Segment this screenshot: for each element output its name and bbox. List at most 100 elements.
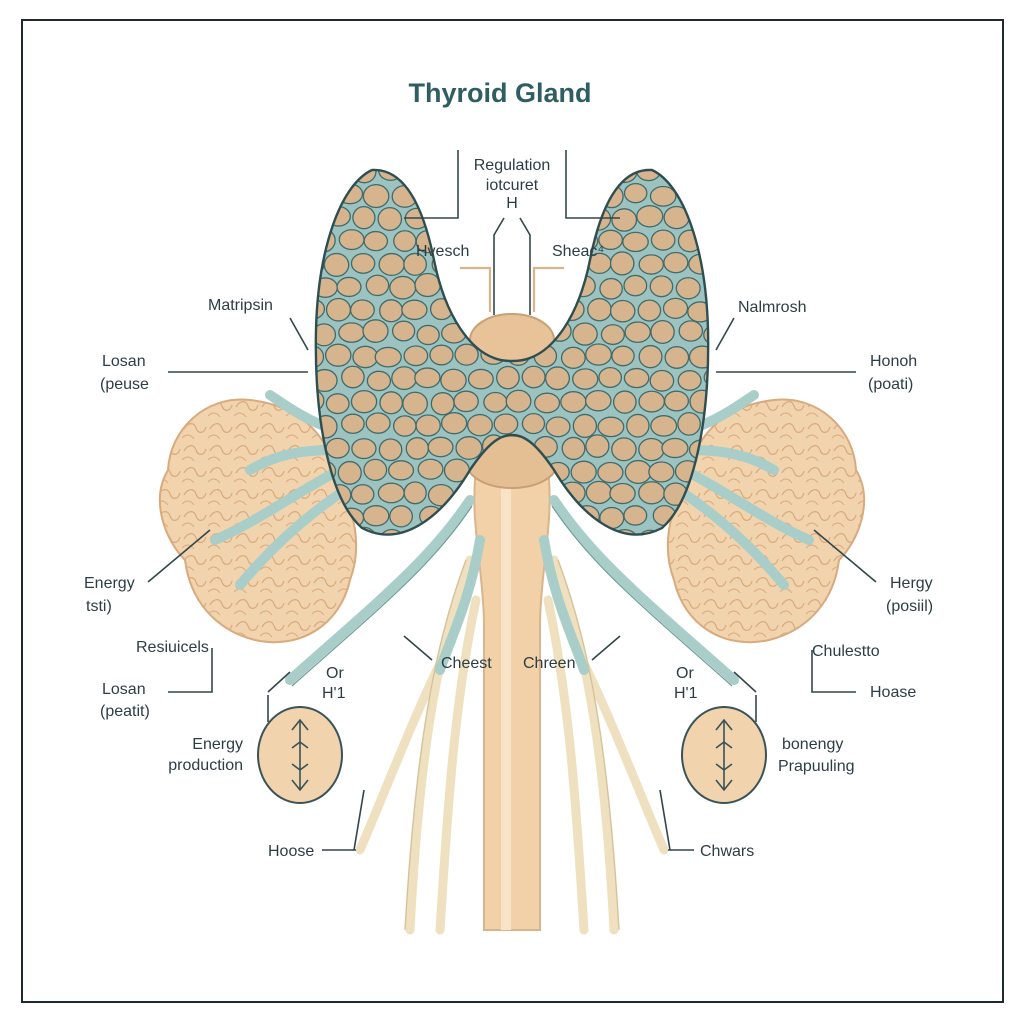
label-chulestto: Chulestto xyxy=(812,643,880,660)
gland-cell xyxy=(336,276,362,298)
gland-cell xyxy=(388,460,415,481)
gland-cell xyxy=(585,434,610,458)
gland-cell xyxy=(560,346,586,369)
gland-cell xyxy=(414,367,441,389)
label-cheest: Cheest xyxy=(441,655,492,672)
gland-cell xyxy=(349,299,375,321)
gland-cell xyxy=(338,322,365,343)
gland-cell xyxy=(626,413,650,438)
right-node xyxy=(681,706,767,804)
label-energy-left: Energy xyxy=(84,575,135,592)
gland-cell xyxy=(337,460,362,485)
gland-cell xyxy=(521,365,546,389)
gland-cell xyxy=(338,229,365,251)
gland-cell xyxy=(362,505,390,527)
gland-cell xyxy=(638,344,663,369)
gland-cell xyxy=(624,321,651,344)
gland-cell xyxy=(453,390,479,413)
trachea xyxy=(465,313,559,931)
label-or-right-line2: H'1 xyxy=(674,685,698,702)
gland-cell xyxy=(352,345,379,369)
gland-cell xyxy=(572,413,598,439)
gland-cell xyxy=(405,437,430,460)
gland-cell xyxy=(584,389,612,412)
gland-cell xyxy=(597,461,624,484)
gland-cell xyxy=(544,366,570,391)
gland-cell xyxy=(598,366,623,389)
gland-cell xyxy=(393,230,417,252)
label-or-left: Or xyxy=(326,665,344,682)
gland-cell xyxy=(587,297,612,322)
gland-cell xyxy=(703,367,709,388)
gland-cell xyxy=(467,368,494,390)
gland-cell xyxy=(350,252,376,274)
gland-cell xyxy=(638,437,665,462)
gland-cell xyxy=(622,231,649,253)
gland-cell xyxy=(675,277,701,300)
gland-cell xyxy=(414,272,442,298)
gland-cell xyxy=(378,438,403,462)
label-hvesch: Hvesch xyxy=(416,243,469,260)
gland-cell xyxy=(534,392,561,414)
gland-cell xyxy=(362,183,390,209)
gland-cell xyxy=(609,251,635,276)
gland-cell xyxy=(365,412,391,434)
gland-cell xyxy=(677,370,702,391)
gland-cell xyxy=(341,365,365,389)
gland-cell xyxy=(623,367,650,389)
gland-cell xyxy=(454,343,479,366)
gland-cell xyxy=(663,390,690,412)
gland-cell xyxy=(325,297,352,322)
gland-cell xyxy=(430,392,455,416)
gland-cell xyxy=(611,208,638,232)
label-or-left-line2: H'1 xyxy=(322,685,346,702)
label-honoh-line2: (poati) xyxy=(868,376,913,393)
label-honoh: Honoh xyxy=(870,353,917,370)
label-losan-bottom-line2: (peatit) xyxy=(100,703,150,720)
gland-cell xyxy=(351,438,377,460)
label-energy-production: Energy xyxy=(192,736,243,753)
gland-cell xyxy=(366,370,392,392)
gland-cell xyxy=(650,415,678,437)
gland-cell xyxy=(377,482,405,504)
gland-cell xyxy=(352,205,376,230)
gland-cell xyxy=(545,416,571,438)
gland-cell xyxy=(401,299,428,321)
gland-cell xyxy=(496,365,520,390)
gland-cell xyxy=(637,529,664,535)
gland-cell xyxy=(636,205,664,228)
label-regulation-line2: iotcuret xyxy=(486,177,539,194)
gland-cell xyxy=(623,505,648,526)
gland-cell xyxy=(649,369,675,392)
gland-cell xyxy=(560,391,587,414)
gland-cell xyxy=(325,437,350,459)
gland-cell xyxy=(638,481,666,505)
gland-cell xyxy=(493,413,519,435)
gland-cell xyxy=(315,345,325,369)
gland-cell xyxy=(440,368,467,393)
gland-cell xyxy=(379,299,404,323)
gland-cell xyxy=(363,458,388,482)
gland-cell xyxy=(612,390,637,414)
gland-cell xyxy=(611,437,637,462)
gland-cell xyxy=(664,346,690,369)
gland-cell xyxy=(650,320,675,344)
gland-cell xyxy=(650,229,676,251)
left-node xyxy=(257,706,343,804)
vessels-teal-outline xyxy=(291,505,733,687)
gland-cell xyxy=(350,484,375,505)
gland-cell xyxy=(416,324,440,346)
label-losan-bottom: Losan xyxy=(102,681,146,698)
gland-cell xyxy=(323,252,350,277)
gland-cell xyxy=(483,391,508,413)
gland-cell xyxy=(505,389,532,413)
gland-cell xyxy=(688,345,709,369)
gland-cell xyxy=(570,460,597,484)
gland-cell xyxy=(600,324,625,346)
gland-cell xyxy=(609,482,636,505)
gland-cell xyxy=(350,389,378,414)
gland-cell xyxy=(638,390,665,413)
gland-cell xyxy=(677,411,701,436)
diagram-title: Thyroid Gland xyxy=(408,78,591,108)
